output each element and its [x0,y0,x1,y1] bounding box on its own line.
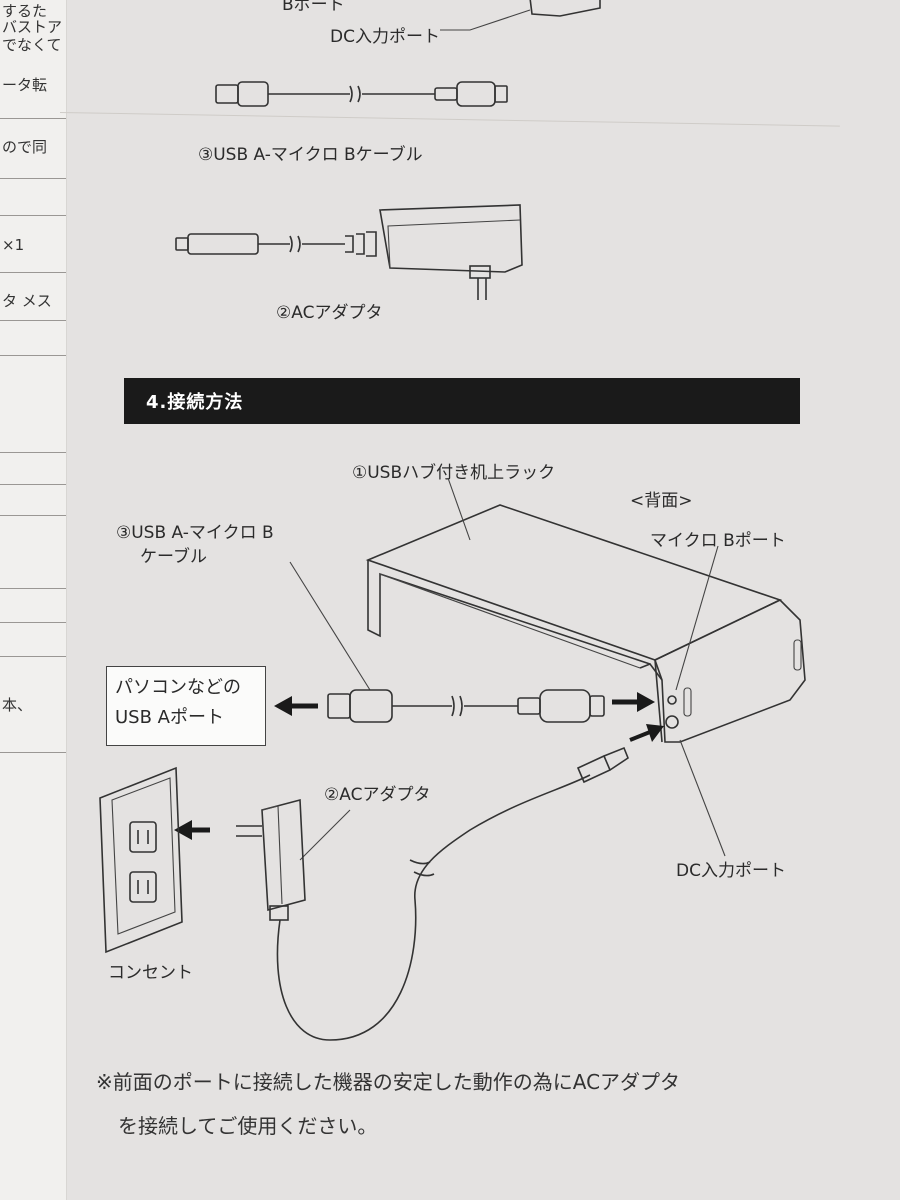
pc-box-line2: USB Aポート [115,707,224,728]
outlet-label: コンセント [108,963,193,983]
strip-text-2: バストア [2,18,63,36]
strip-rule [0,178,66,179]
back-view-label: <背面> [630,491,693,511]
pc-usb-port-box: パソコンなどの USB Aポート [106,666,266,746]
strip-text-7: タ メス [2,292,52,310]
device-corner-illustration [440,0,601,31]
left-page-strip: するた バストア でなくて ータ転 ので同 ×1 タ メス 本、 [0,0,67,1200]
strip-text-5: ので同 [2,138,48,156]
cable-label-line1: ③USB A-マイクロ B [116,523,274,543]
usb-cable-illustration [215,81,508,107]
strip-text-1: するた [2,2,48,20]
diagram-ac-adapter [236,746,629,1041]
desk-rack-illustration [365,504,806,743]
adapter-diagram-label: ②ACアダプタ [324,785,431,805]
strip-rule [0,752,66,753]
strip-rule [0,515,66,516]
pc-box-line1: パソコンなどの [115,677,241,698]
micro-b-port-label: マイクロ Bポート [650,531,786,551]
strip-rule [0,622,66,623]
strip-rule [0,215,66,216]
b-port-partial-label: Bポート [282,0,345,15]
cable-label-line2: ケーブル [140,547,207,567]
strip-rule [0,588,66,589]
section-title: 4.接続方法 [146,392,244,413]
strip-text-6: ×1 [2,236,25,254]
strip-rule [0,355,66,356]
connection-arrows [174,692,664,840]
strip-text-4: ータ転 [2,76,48,94]
strip-rule [0,656,66,657]
strip-text-8: 本、 [2,696,33,714]
strip-text-3: でなくて [2,36,62,54]
ac-adapter-illustration [175,204,523,300]
dc-input-port-label: DC入力ポート [676,861,786,881]
dc-input-port-top-label: DC入力ポート [330,27,440,47]
cable-component-label: ③USB A-マイクロ Bケーブル [198,145,423,165]
leader-lines [289,477,726,861]
wall-outlet-illustration [99,766,183,954]
rack-label: ①USBハブ付き机上ラック [352,463,556,483]
strip-rule [0,320,66,321]
strip-rule [0,272,66,273]
footnote-line2: を接続してご使用ください。 [118,1114,378,1138]
section-header: 4.接続方法 [124,378,800,424]
strip-rule [0,118,66,119]
strip-rule [0,452,66,453]
footnote-line1: ※前面のポートに接続した機器の安定した動作の為にACアダプタ [96,1070,681,1094]
adapter-component-label: ②ACアダプタ [276,303,383,323]
diagram-usb-cable [327,689,605,723]
strip-rule [0,484,66,485]
